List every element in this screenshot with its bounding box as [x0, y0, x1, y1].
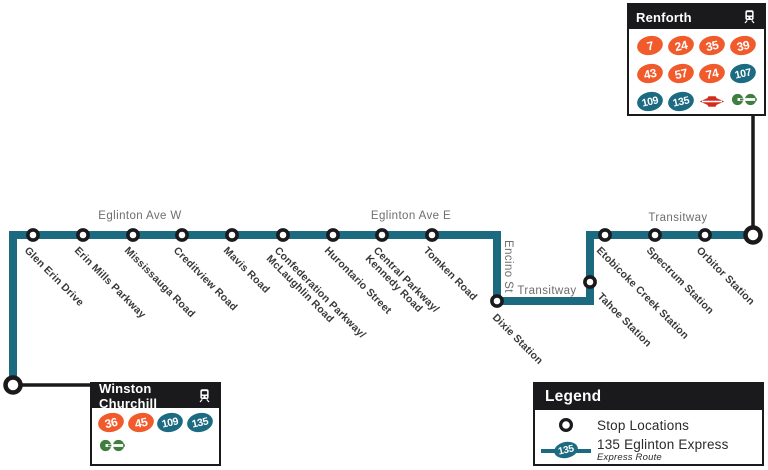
go-logo [731, 93, 757, 105]
legend-row-express-route: 135 135 Eglinton Express Express Route [535, 437, 762, 463]
winston-churchill-header: Winston Churchill [92, 381, 219, 411]
stop-glen-erin-drive [26, 228, 40, 242]
route-badge-109: 109 [634, 89, 665, 114]
stop-hurontario-street [326, 228, 340, 242]
legend-row-stop-locations: Stop Locations [535, 417, 762, 433]
legend-express-sublabel: Express Route [597, 452, 662, 463]
go-logo [96, 439, 126, 457]
route-badge-39: 39 [728, 33, 759, 58]
route-badge-135: 135 [666, 89, 696, 114]
train-icon [742, 9, 757, 25]
legend-header: Legend [535, 384, 762, 410]
route-badge-45: 45 [126, 410, 156, 435]
route-badge-43: 43 [634, 61, 665, 86]
stop-label-mavis-road: Mavis Road [221, 245, 272, 296]
stop-label-confederation-parkway-mclaughlin-road: Confederation Parkway/McLaughlin Road [264, 245, 368, 349]
stop-tahoe-station [583, 275, 597, 289]
train-icon [197, 388, 212, 404]
street-label: Eglinton Ave E [371, 210, 451, 222]
route-badge-36: 36 [96, 410, 126, 435]
route-badge-7: 7 [634, 33, 665, 58]
ttc-logo [699, 96, 725, 107]
terminal-renforth [743, 225, 763, 245]
stop-etobicoke-creek-station [598, 228, 612, 242]
legend-box: Legend Stop Locations 135 135 Eglinton E… [533, 382, 764, 466]
route-badge-135: 135 [552, 439, 580, 461]
renforth-header: Renforth [629, 5, 764, 29]
winston-churchill-title: Winston Churchill [99, 381, 158, 411]
stop-erin-mills-parkway [76, 228, 90, 242]
stop-creditview-road [175, 228, 189, 242]
route-badge-24: 24 [666, 33, 696, 58]
street-label: Eglinton Ave W [98, 210, 181, 222]
stop-label-dixie-station: Dixie Station [490, 312, 545, 367]
express-route-line-icon: 135 [535, 439, 597, 461]
terminal-winston-churchill [3, 375, 23, 395]
route-badge-109: 109 [155, 410, 186, 435]
route-badge-135: 135 [185, 410, 215, 435]
stop-orbitor-station [698, 228, 712, 242]
legend-title: Legend [545, 388, 602, 405]
street-label: Transitway [517, 285, 576, 297]
street-label: Encino St [502, 240, 514, 293]
stop-label-etobicoke-creek-station: Etobicoke Creek Station [594, 245, 691, 342]
stop-spectrum-station [648, 228, 662, 242]
stop-confederation-parkway-mclaughlin-road [276, 228, 290, 242]
go-logo [728, 93, 758, 111]
stop-central-parkway-kennedy-road [375, 228, 389, 242]
stop-tomken-road [425, 228, 439, 242]
legend-stop-locations-label: Stop Locations [597, 417, 690, 433]
legend-express-label: 135 Eglinton Express [597, 437, 729, 452]
route-badge-74: 74 [697, 61, 727, 86]
street-label: Transitway [648, 212, 707, 224]
renforth-title: Renforth [636, 9, 692, 25]
route-badge-57: 57 [666, 61, 696, 86]
stop-dixie-station [490, 294, 504, 308]
route-badge-107: 107 [728, 61, 759, 86]
stop-location-icon [535, 417, 597, 433]
stop-mavis-road [225, 228, 239, 242]
go-logo [99, 439, 125, 452]
route-badge-35: 35 [697, 33, 727, 58]
stop-mississauga-road [126, 228, 140, 242]
